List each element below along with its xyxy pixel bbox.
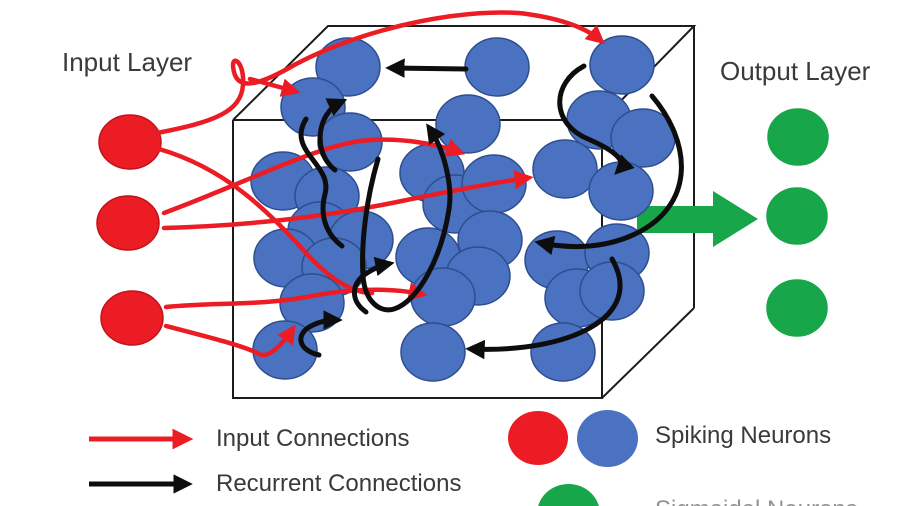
output-arrow-icon — [637, 191, 758, 247]
connections — [154, 10, 684, 360]
reservoir-neuron — [532, 139, 598, 199]
input-connection — [163, 282, 428, 310]
reservoir-neuron — [530, 322, 596, 382]
input-connection — [163, 323, 296, 358]
input-neuron — [98, 114, 162, 170]
recurrent-connection — [557, 63, 635, 175]
recurrent-connection — [465, 256, 623, 360]
reservoir-neuron — [589, 35, 655, 95]
output-neuron — [766, 187, 828, 245]
recurrent-connection — [360, 123, 453, 313]
legend-spiking-neurons-label: Spiking Neurons — [655, 422, 832, 449]
box-edge — [601, 307, 695, 399]
input-connection-arrow-icon — [89, 428, 194, 450]
recurrent-connection — [298, 310, 343, 358]
input-layer-label: Input Layer — [62, 47, 193, 77]
legend-recurrent-connections-label: Recurrent Connections — [216, 470, 462, 497]
recurrent-connection-arrow-icon — [89, 474, 193, 494]
input-neuron — [96, 195, 160, 251]
legend-red-neuron-icon — [508, 411, 568, 465]
output-arrow-shape — [637, 191, 758, 247]
input-connection — [161, 170, 534, 231]
legend-readout-neurons-label: Sigmoidal Neurons — [655, 496, 858, 506]
recurrent-connection — [298, 116, 345, 249]
recurrent-connection — [317, 98, 348, 173]
reservoir-neuron — [400, 322, 466, 382]
input-connection — [247, 76, 301, 97]
input-neuron — [100, 290, 164, 346]
output-neuron — [766, 279, 828, 337]
output-layer-label: Output Layer — [720, 56, 871, 86]
recurrent-connection — [385, 58, 469, 78]
input-connection — [154, 10, 606, 136]
recurrent-connection — [352, 256, 395, 315]
reservoir-neuron — [435, 94, 501, 154]
legend-green-neuron-icon — [537, 484, 600, 506]
reservoir-neuron — [464, 37, 530, 97]
reservoir-neuron — [315, 37, 381, 97]
recurrent-connection — [534, 93, 684, 256]
legend-blue-neuron-icon — [577, 410, 638, 467]
output-neuron — [767, 108, 829, 166]
reservoir-neuron — [410, 267, 476, 327]
legend-input-connections-label: Input Connections — [216, 425, 410, 452]
